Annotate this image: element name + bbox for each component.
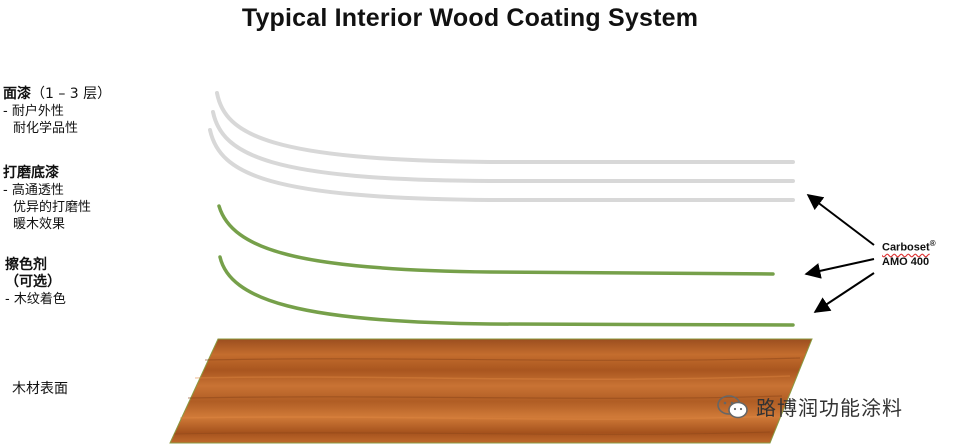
- label-sealer: 打磨底漆 - 高通透性 优异的打磨性 暖木效果: [3, 165, 91, 233]
- sealer-heading: 打磨底漆: [3, 165, 59, 181]
- product-label: Carboset® AMO 400: [882, 237, 936, 269]
- product-arrows: [804, 194, 875, 313]
- arrow-to-sealer: [804, 258, 875, 279]
- stain-heading: 擦色剂: [5, 257, 47, 273]
- topcoat-heading-sub: （1 – 3 层）: [31, 86, 112, 102]
- stain-heading-sub: （可选）: [5, 274, 61, 290]
- wood-grain-2: [194, 375, 791, 380]
- topcoat-layer-1: [215, 91, 795, 164]
- wood-panel: [169, 338, 813, 444]
- substrate-label: 木材表面: [12, 381, 68, 397]
- wood-grain-5: [173, 431, 771, 435]
- label-topcoat: 面漆（1 – 3 层） - 耐户外性 耐化学品性: [3, 86, 111, 137]
- watermark-text: 路博润功能涂料: [756, 396, 903, 420]
- stain-layer: [218, 255, 795, 327]
- topcoat-heading: 面漆: [3, 86, 31, 102]
- arrow-to-stain: [813, 272, 875, 313]
- diagram-title: Typical Interior Wood Coating System: [241, 4, 699, 32]
- sealer-property-3: 暖木效果: [13, 217, 66, 232]
- sealer-layer: [217, 204, 775, 276]
- topcoat-layer-3: [208, 128, 795, 202]
- topcoat-layer-2: [211, 110, 795, 183]
- wood-grain-4: [179, 415, 776, 420]
- wechat-icon: [717, 394, 748, 418]
- wood-grain-1: [204, 357, 801, 361]
- label-stain: 擦色剂 （可选） - 木纹着色: [5, 257, 66, 308]
- wood-grain-3: [187, 395, 783, 399]
- watermark: 路博润功能涂料: [716, 392, 903, 421]
- product-reg-mark: ®: [929, 239, 936, 248]
- product-grade: AMO 400: [882, 255, 930, 268]
- arrow-to-sealer-top: [806, 194, 875, 246]
- green-layers: [217, 204, 795, 327]
- topcoat-layers: [208, 91, 795, 202]
- wood-substrate: [169, 338, 813, 444]
- topcoat-property-1: - 耐户外性: [3, 104, 64, 119]
- product-name: Carboset: [882, 241, 930, 254]
- stain-property-1: - 木纹着色: [5, 292, 66, 307]
- sealer-property-2: 优异的打磨性: [13, 200, 92, 215]
- topcoat-property-2: 耐化学品性: [13, 121, 79, 136]
- sealer-property-1: - 高通透性: [3, 183, 64, 198]
- label-substrate: 木材表面: [12, 381, 68, 398]
